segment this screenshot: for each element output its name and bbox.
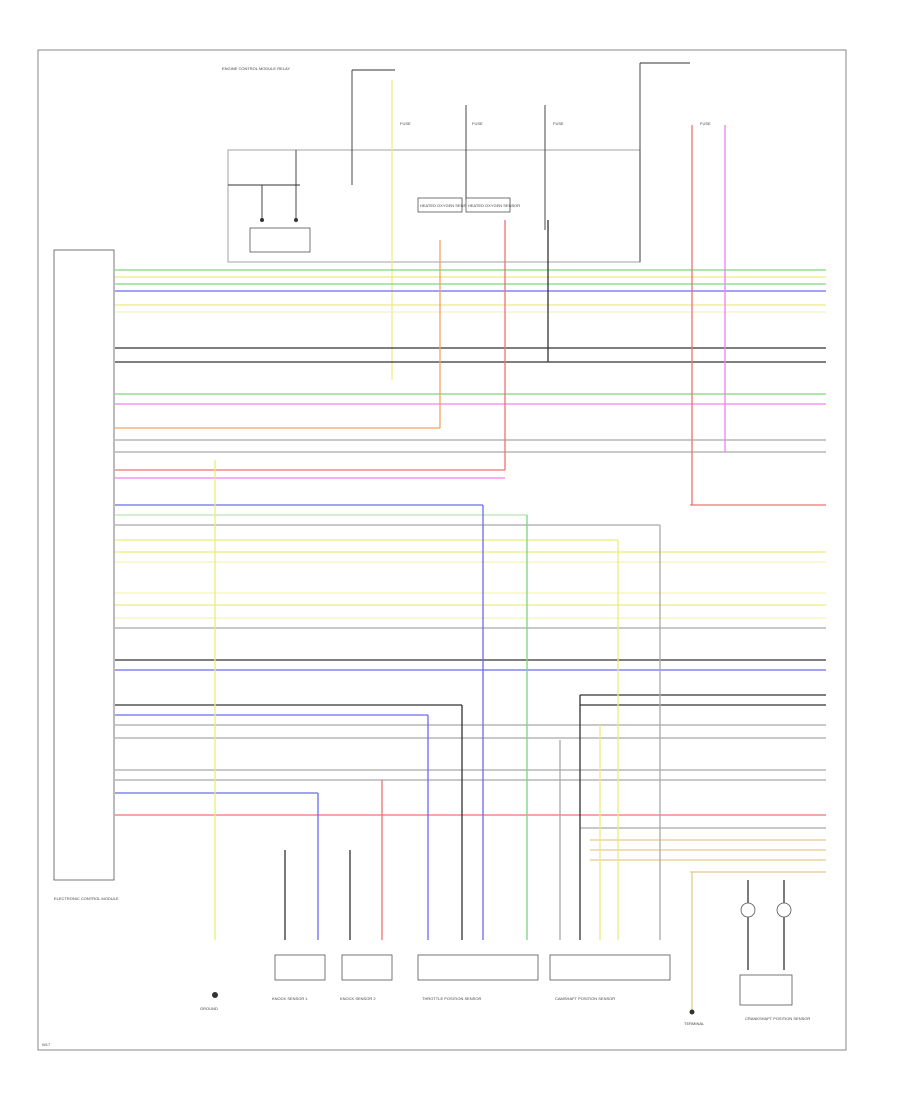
harness-wires: [115, 269, 826, 873]
o2-sensor-1-label: HEATED OXYGEN SENSOR: [420, 203, 472, 208]
fuse-b-label: FUSE: [472, 121, 483, 126]
vertical-wires: [214, 125, 785, 1010]
knock-sensor-1-label: KNOCK SENSOR 1: [272, 996, 308, 1001]
crankshaft-sensor: [739, 974, 793, 1006]
knock-sensor-1: [274, 954, 326, 981]
o2-sensor-2-label: HEATED OXYGEN SENSOR: [468, 203, 520, 208]
throttle-1-label: THROTTLE POSITION SENSOR: [422, 996, 481, 1001]
diagram-frame: [37, 49, 847, 1051]
ecm-label: ELECTRONIC CONTROL MODULE: [54, 896, 119, 901]
ecm-module: [53, 249, 115, 881]
knock-sensor-2-label: KNOCK SENSOR 2: [340, 996, 376, 1001]
bottom-right-label: CRANKSHAFT POSITION SENSOR: [745, 1016, 810, 1021]
throttle-sensor-2: [549, 954, 671, 981]
fuse-c-label: FUSE: [553, 121, 564, 126]
fuse-a-label: FUSE: [400, 121, 411, 126]
o2-sensor-1: [417, 197, 463, 213]
ground-left-label: GROUND: [200, 1006, 218, 1011]
terminal-label: TERMINAL: [684, 1021, 705, 1026]
knock-sensor-2: [341, 954, 393, 981]
o2-sensor-2: [465, 197, 511, 213]
ground-left-icon: [212, 992, 218, 998]
throttle-sensor-1: [417, 954, 539, 981]
terminal-icon: [689, 1009, 695, 1015]
top-relay-label: ENGINE CONTROL MODULE RELAY: [222, 66, 290, 71]
fuse-d-label: FUSE: [700, 121, 711, 126]
throttle-2-label: CAMSHAFT POSITION SENSOR: [555, 996, 615, 1001]
footer-code: W17: [42, 1042, 51, 1047]
